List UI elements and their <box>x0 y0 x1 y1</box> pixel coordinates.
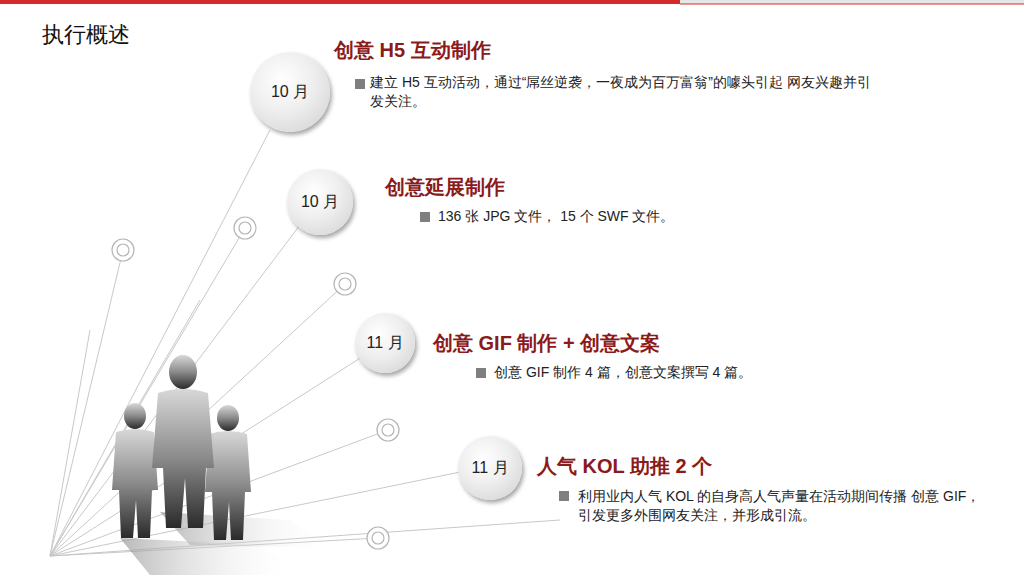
month-circle: 10 月 <box>250 52 330 132</box>
step-description: 136 张 JPG 文件， 15 个 SWF 文件。 <box>438 207 858 226</box>
month-label: 11 月 <box>366 333 403 354</box>
month-label: 11 月 <box>471 458 508 479</box>
ray-line <box>50 250 123 556</box>
step-heading: 创意延展制作 <box>385 175 505 199</box>
step-description: 利用业内人气 KOL 的自身高人气声量在活动期间传播 创意 GIF，引发更多外围… <box>578 487 988 525</box>
month-circle: 10 月 <box>287 169 353 235</box>
ring <box>377 419 399 441</box>
top-grey-bar <box>680 0 1024 4</box>
ring-decorations <box>112 217 399 549</box>
ray-line <box>50 430 388 556</box>
ray-line <box>50 225 300 556</box>
people-illustration <box>112 355 330 575</box>
bullet-squares <box>355 79 569 501</box>
step-heading: 人气 KOL 助推 2 个 <box>537 454 712 478</box>
ring <box>367 527 389 549</box>
ray-line <box>50 330 90 556</box>
step-description: 建立 H5 互动活动，通过“屌丝逆袭，一夜成为百万富翁”的噱头引起 网友兴趣并引… <box>370 73 880 111</box>
ring <box>112 239 134 261</box>
page-title: 执行概述 <box>42 20 130 50</box>
step-heading: 创意 H5 互动制作 <box>334 38 491 62</box>
ray-line <box>50 130 270 556</box>
month-label: 10 月 <box>271 82 309 103</box>
step-description: 创意 GIF 制作 4 篇，创意文案撰写 4 篇。 <box>494 363 914 382</box>
top-red-bar <box>0 0 680 4</box>
month-circle: 11 月 <box>355 313 415 373</box>
ring <box>334 273 356 295</box>
ring <box>234 217 256 239</box>
step-heading: 创意 GIF 制作 + 创意文案 <box>433 331 660 355</box>
ray-line <box>50 355 365 556</box>
ray-line <box>50 284 345 556</box>
month-label: 10 月 <box>301 192 339 213</box>
top-red-rule <box>680 4 1024 5</box>
month-circle: 11 月 <box>458 436 522 500</box>
